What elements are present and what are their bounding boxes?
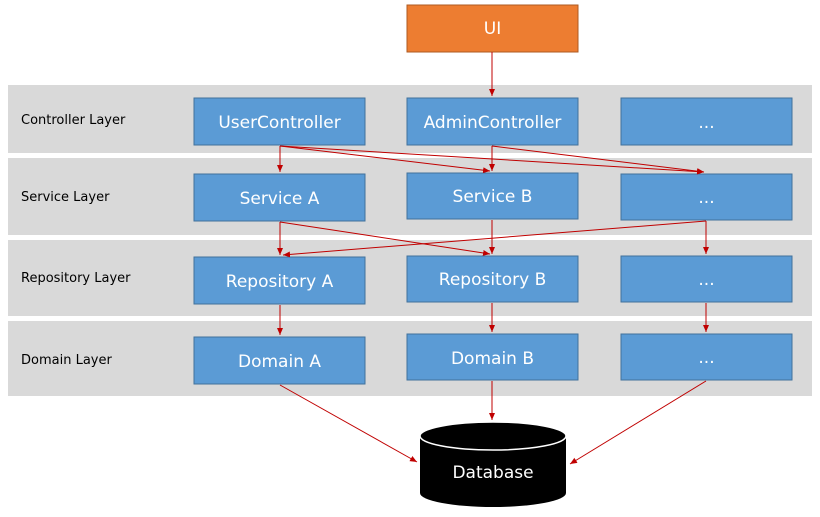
- admin-controller-box: [406, 97, 579, 146]
- repository-more-box: [620, 255, 793, 303]
- ui-box-label: UI: [484, 19, 501, 39]
- ui-box: [406, 4, 579, 53]
- repository-b-label: Repository B: [439, 270, 546, 290]
- arrow-admin-controller-to-service-more: [491, 145, 705, 175]
- domain-b-box: [406, 333, 579, 381]
- domain-a-box: [193, 336, 366, 385]
- service-more-label: ...: [698, 188, 714, 208]
- domain-more-label: ...: [698, 348, 714, 368]
- domain-more-box: [620, 333, 793, 381]
- service-b-box: [406, 172, 579, 220]
- database-label: Database: [452, 463, 533, 483]
- controller-more-box: [620, 97, 793, 146]
- repository-a-label: Repository A: [226, 272, 334, 292]
- arrow-service-a-to-repository-b: [279, 221, 491, 256]
- repository-more-label: ...: [698, 270, 714, 290]
- service-b-label: Service B: [453, 187, 533, 207]
- domain-a-label: Domain A: [238, 352, 321, 372]
- database-cylinder: [419, 421, 567, 507]
- domain-b-label: Domain B: [451, 349, 534, 369]
- controller-more-label: ...: [698, 113, 714, 133]
- service-a-label: Service A: [240, 189, 320, 209]
- repository-a-box: [193, 256, 366, 305]
- controller-layer-label: Controller Layer: [21, 113, 126, 128]
- admin-controller-label: AdminController: [424, 113, 562, 133]
- arrow-domain-a-to-database: [279, 384, 418, 463]
- service-a-box: [193, 173, 366, 222]
- service-layer-label: Service Layer: [21, 190, 110, 205]
- repository-layer-label: Repository Layer: [21, 271, 131, 286]
- user-controller-box: [193, 97, 366, 146]
- arrow-user-controller-to-service-b: [279, 145, 491, 174]
- arrow-domain-more-to-database: [569, 380, 707, 465]
- arrow-service-more-to-repository-a: [282, 220, 707, 258]
- domain-layer-label: Domain Layer: [21, 353, 112, 368]
- user-controller-label: UserController: [218, 113, 340, 133]
- repository-b-box: [406, 255, 579, 303]
- service-more-box: [620, 173, 793, 221]
